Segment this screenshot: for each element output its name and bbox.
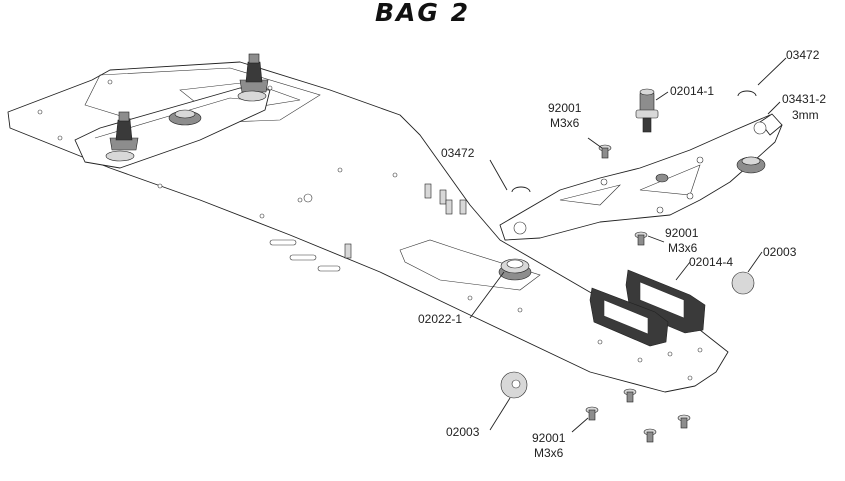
chassis-plate [7,61,729,393]
bushing-part [498,258,532,281]
callout-03431-2: 03431-2 [782,92,826,106]
callout-02014-1: 02014-1 [670,84,714,98]
callout-92001-b-sub: M3x6 [668,241,698,255]
mount-block-part [589,269,706,347]
callout-02014-4: 02014-4 [689,255,733,269]
callout-92001-c: 92001 [532,431,566,445]
e-clip-parts [511,90,757,193]
callout-02003-right: 02003 [763,245,797,259]
ball-parts [500,271,755,399]
callout-92001-b: 92001 [665,226,699,240]
leader-lines [469,57,787,433]
callout-92001-c-sub: M3x6 [534,446,564,460]
callout-02022-1: 02022-1 [418,312,462,326]
rear-pod-assembly [74,53,271,169]
standoff-part [635,88,659,133]
callout-labels: 03472 02014-1 03431-2 3mm 92001 M3x6 034… [418,48,826,460]
top-arm-part [499,113,783,241]
screw-parts [585,144,691,443]
callout-92001-a: 92001 [548,101,582,115]
page-title: BAG 2 [374,0,471,27]
callout-03431-2-sub: 3mm [792,108,819,122]
callout-03472-top: 03472 [786,48,820,62]
callout-03472-left: 03472 [441,146,475,160]
callout-92001-a-sub: M3x6 [550,116,580,130]
callout-02003-left: 02003 [446,425,480,439]
